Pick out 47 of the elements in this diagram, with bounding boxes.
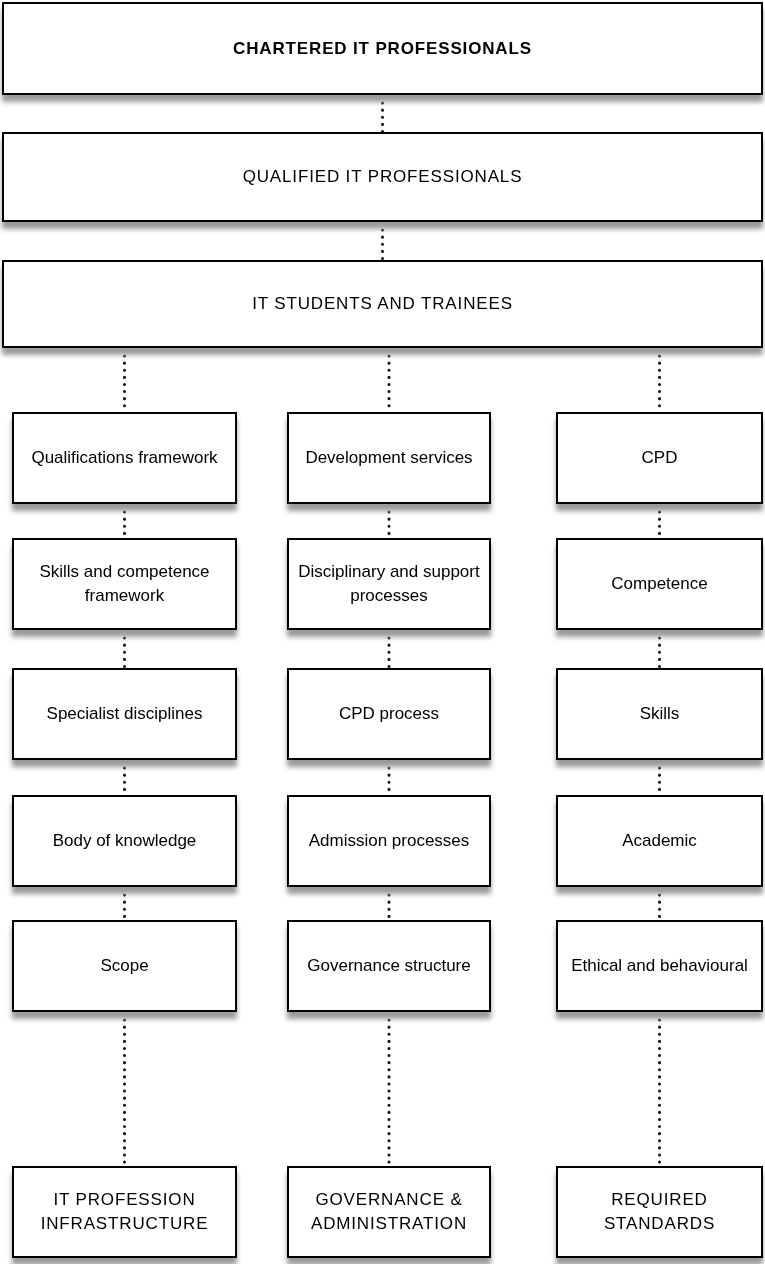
category-box [556,795,763,887]
category-box [287,920,491,1012]
box-label: Admission processes [308,830,470,852]
category-box [12,1166,237,1258]
box-label: REQUIRED STANDARDS [602,1189,717,1235]
category-box [12,412,237,504]
box-label: Disciplinary and support processes [297,561,481,607]
category-box [556,412,763,504]
category-box [12,795,237,887]
category-box [12,668,237,760]
category-box [287,412,491,504]
dotted-connector [381,228,384,262]
level-box [2,132,763,222]
level-box [2,2,763,95]
box-label: Body of knowledge [52,830,197,852]
box-label: Governance structure [307,955,471,977]
category-box [556,920,763,1012]
dotted-connector [123,636,126,670]
dotted-connector [387,636,391,670]
category-box [287,668,491,760]
category-box [287,538,491,630]
box-label: Ethical and behavioural [571,955,748,977]
dotted-connector [381,101,384,134]
box-label: Academic [622,830,697,852]
level-title: CHARTERED IT PROFESSIONALS [233,37,532,60]
box-label: IT PROFESSION INFRASTRUCTURE [39,1189,210,1235]
box-label: Qualifications framework [31,447,218,469]
category-box [287,1166,491,1258]
level-title: IT STUDENTS AND TRAINEES [252,293,513,315]
box-label: CPD [641,447,678,469]
category-box [556,668,763,760]
box-label: Development services [305,447,473,469]
category-box [287,795,491,887]
category-box [12,538,237,630]
box-label: Skills and competence framework [38,561,211,607]
category-box [556,538,763,630]
box-label: Specialist disciplines [46,703,203,725]
box-label: Competence [611,573,708,595]
box-label: Skills [639,703,680,725]
category-box [12,920,237,1012]
dotted-connector [658,636,661,670]
box-label: Scope [100,955,149,977]
box-label: CPD process [338,703,440,725]
category-box [556,1166,763,1258]
level-title: QUALIFIED IT PROFESSIONALS [242,166,523,188]
box-label: GOVERNANCE & ADMINISTRATION [309,1189,469,1235]
level-box [2,260,763,348]
